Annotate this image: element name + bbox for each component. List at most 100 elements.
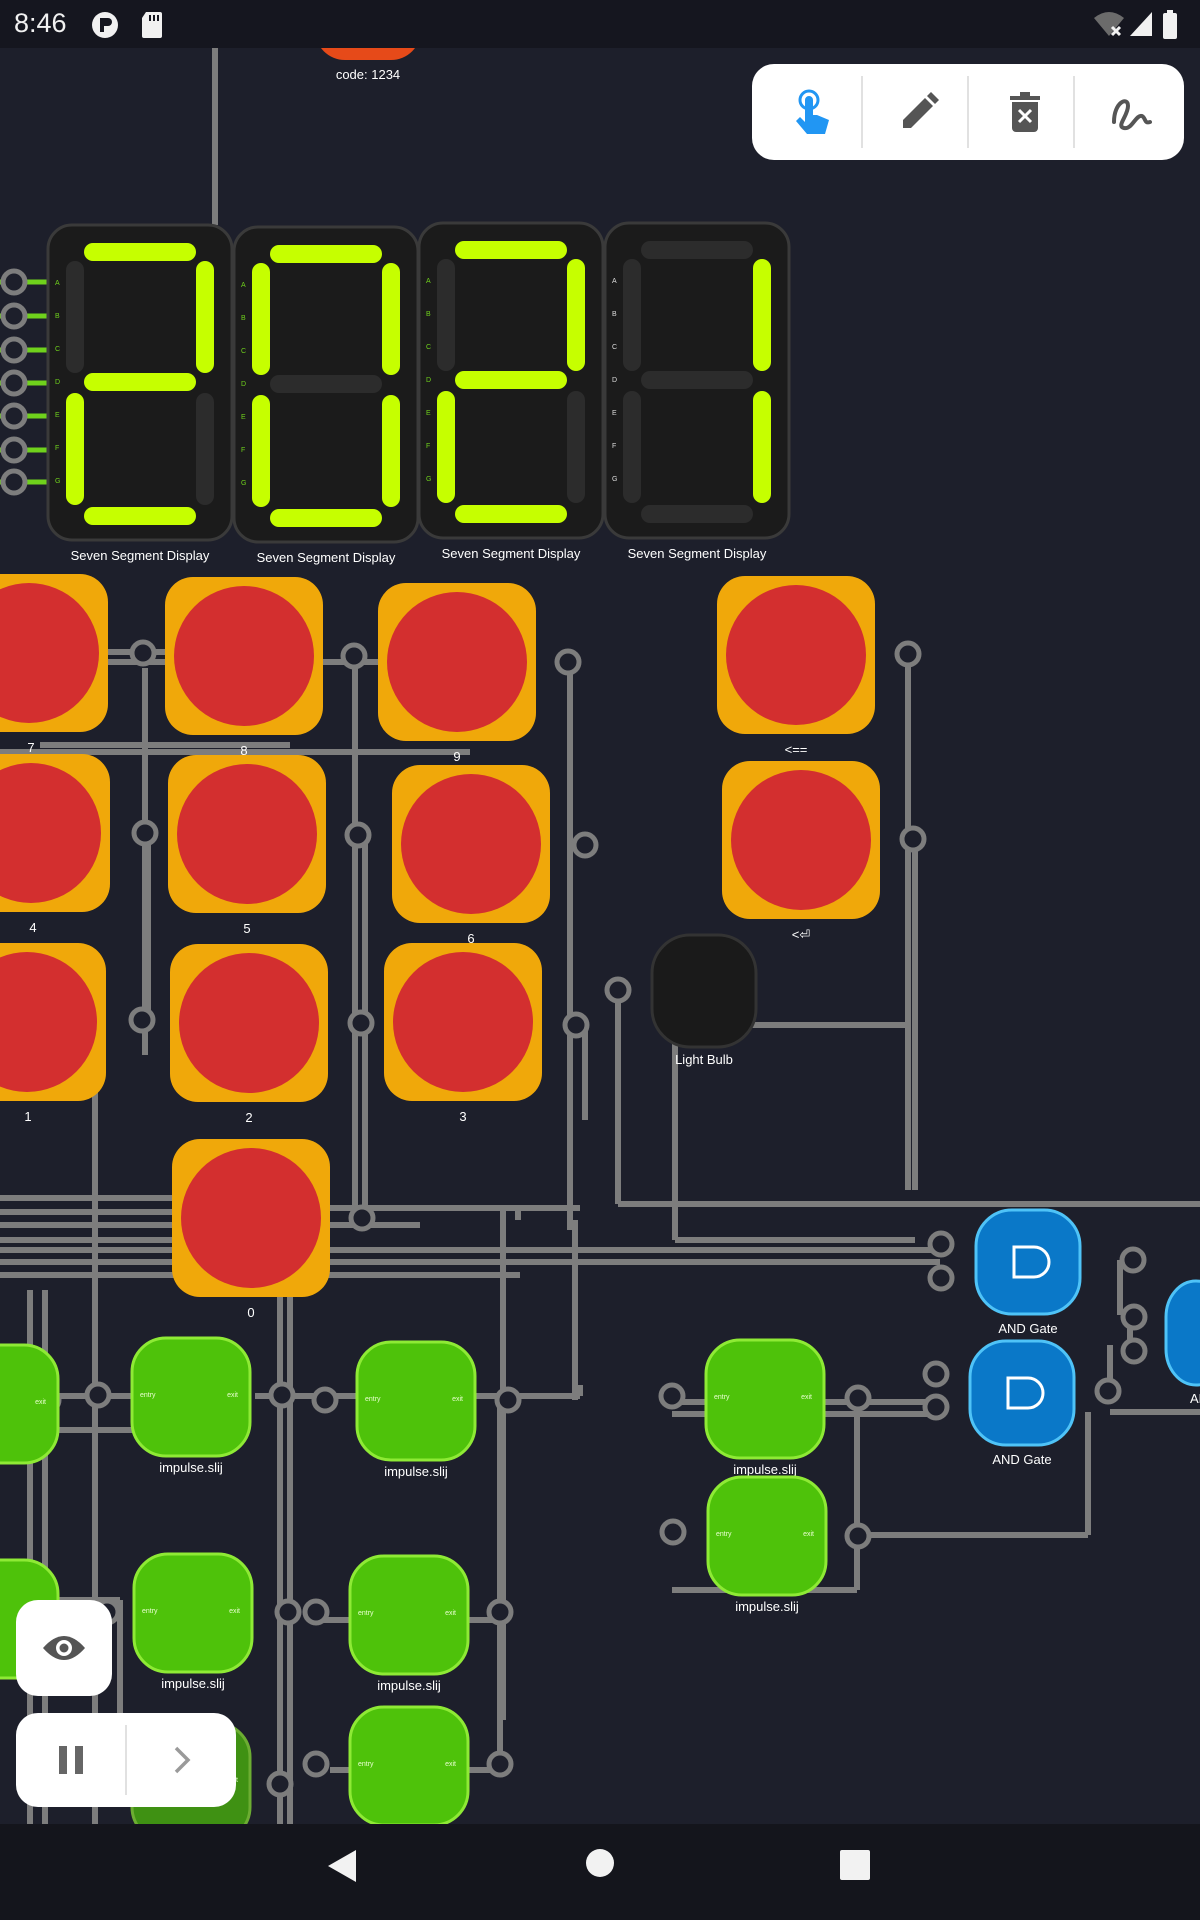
pause-button[interactable] [16,1713,126,1807]
view-toggle-button[interactable] [16,1600,112,1696]
impulse-label: impulse.slij [735,1599,799,1614]
pin [899,825,927,853]
impulse-label: impulse.slij [384,1464,448,1479]
and-gate-symbol-icon [1012,1245,1051,1279]
segment-g [455,371,567,389]
segment-pin-label: F [426,443,430,450]
segment-pin-label: G [55,478,60,485]
and-gate-body [968,1339,1076,1447]
impulse-entry-label: entry [714,1394,730,1401]
segment-pin-label: D [241,381,246,388]
touch-icon [796,89,829,134]
push-button: 8 [165,577,323,758]
pin [84,1381,112,1409]
segment-f [623,259,641,371]
back-icon[interactable] [326,1848,358,1884]
and-gate: AN [1164,1279,1200,1406]
pencil-tool-button[interactable] [866,64,972,160]
button-label: 3 [459,1109,466,1124]
pin [129,639,157,667]
segment-b [567,259,585,371]
segment-b [753,259,771,371]
segment-b [196,261,214,373]
push-button: 3 [384,943,542,1124]
touch-tool-button[interactable] [760,64,866,160]
segment-pin-label: A [55,280,60,287]
pin [131,819,159,847]
impulse-label: impulse.slij [733,1462,797,1477]
toolbar-separator [861,76,863,148]
push-button: 2 [170,944,328,1125]
display-label: Seven Segment Display [628,546,767,561]
home-icon[interactable] [585,1848,615,1878]
pin [0,302,28,330]
pin [922,1393,950,1421]
segment-pin-label: E [241,414,246,421]
impulse-exit-label: exit [445,1610,456,1617]
pin [571,831,599,859]
segment-pin-label: A [241,282,246,289]
and-gate-symbol-icon [1006,1376,1045,1410]
button-label: 9 [453,749,460,764]
and-gate-label: AN [1190,1391,1200,1406]
push-button: <== [717,576,875,757]
button-label: 2 [245,1110,252,1125]
segment-f [437,259,455,371]
button-label: 4 [29,920,36,935]
impulse-component: entry exit impulse.slij [355,1340,477,1479]
pin [0,436,28,464]
eye-icon [43,1636,85,1660]
pin [1094,1377,1122,1405]
pin [1120,1303,1148,1331]
button-face [0,763,101,903]
push-button: <⏎ [722,761,880,942]
delete-tool-button[interactable] [972,64,1078,160]
segment-pin-label: C [426,344,431,351]
and-gate-label: AND Gate [998,1321,1057,1336]
impulse-entry-label: entry [140,1392,156,1399]
button-face [179,953,319,1093]
display-label: Seven Segment Display [257,550,396,565]
segment-pin-label: E [612,410,617,417]
segment-pin-label: G [612,476,617,483]
pin [554,648,582,676]
recents-icon[interactable] [840,1850,870,1880]
segment-pin-label: D [612,377,617,384]
segment-d [641,505,753,523]
pause-icon [59,1746,83,1774]
segment-d [84,507,196,525]
impulse-exit-label: exit [452,1396,463,1403]
delete-icon [1010,92,1040,132]
segment-g [641,371,753,389]
pin [604,976,632,1004]
button-label: <== [785,742,808,757]
push-button: 9 [378,583,536,764]
wire-tool-button[interactable] [1078,64,1184,160]
segment-pin-label: D [426,377,431,384]
step-button[interactable] [128,1713,236,1807]
impulse-exit-label: exit [803,1531,814,1538]
pin [311,1386,339,1414]
impulse-entry-label: entry [358,1610,374,1617]
display-label: Seven Segment Display [442,546,581,561]
impulse-entry-label: entry [365,1396,381,1403]
pin [658,1382,686,1410]
light-bulb: Light Bulb [650,933,758,1067]
push-button: 4 [0,754,110,935]
segment-e [66,393,84,505]
segment-g [84,373,196,391]
impulse-label: impulse.slij [161,1676,225,1691]
pin [344,821,372,849]
status-time: 8:46 [14,8,67,38]
and-gate-body [974,1208,1082,1316]
wifi-off-icon [1092,10,1126,43]
pin [927,1230,955,1258]
segment-pin-label: C [55,346,60,353]
segment-g [270,375,382,393]
pin [268,1381,296,1409]
